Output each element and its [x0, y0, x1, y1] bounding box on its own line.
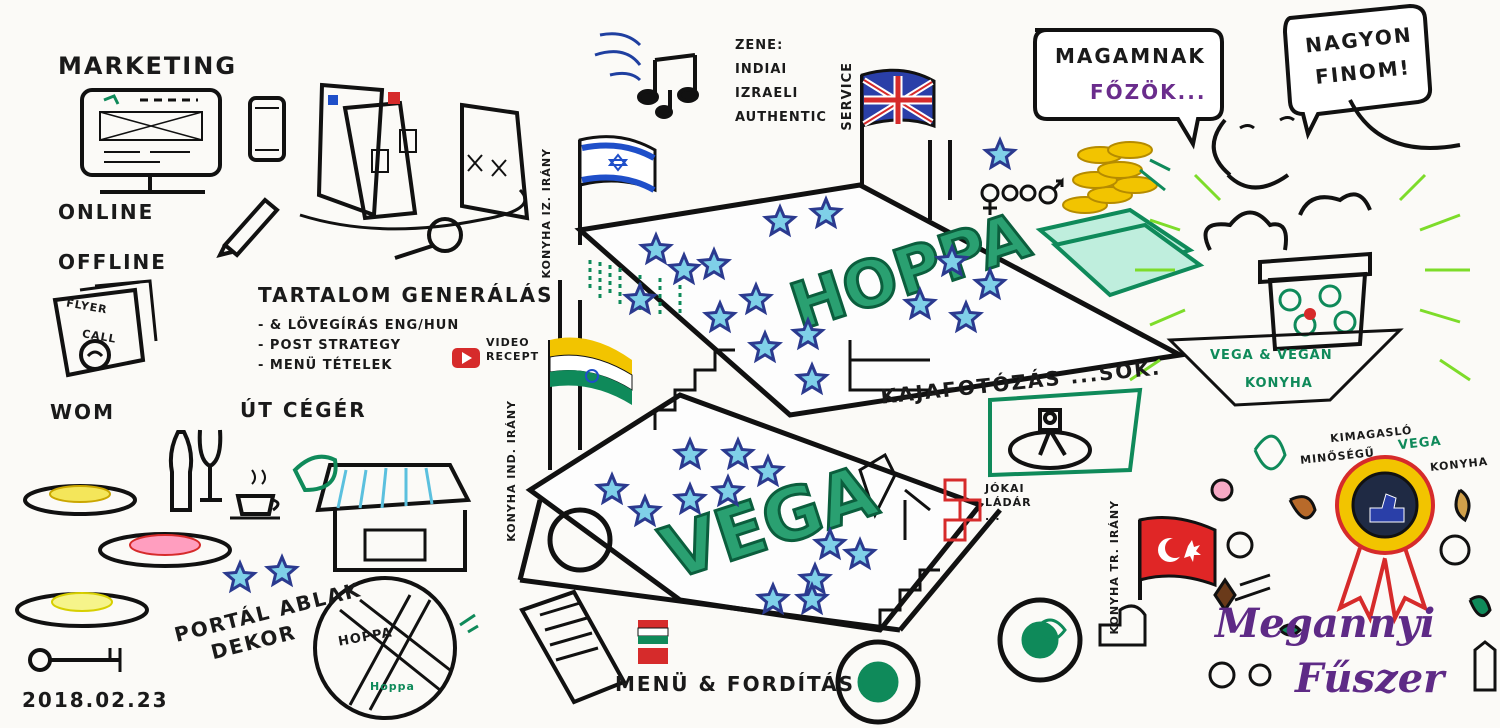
- menu-forditas-label: MENÜ & FORDÍTÁS: [615, 672, 855, 696]
- date-label: 2018.02.23: [22, 688, 169, 712]
- star-icon: [933, 243, 971, 278]
- speech-bubble-magamnak: [1033, 28, 1224, 150]
- fozok-label: FŐZÖK...: [1090, 80, 1207, 104]
- brand-megannyi: Megannyi: [1215, 600, 1436, 647]
- food-truck-sketch: [517, 140, 1188, 725]
- content-item-1: - & LÖVEGÍRÁS ENG/HUN: [258, 318, 460, 333]
- zene-label: ZENE:: [735, 38, 784, 53]
- star-icon: [263, 553, 301, 588]
- konyha-iz-label: KONYHA IZ. IRÁNY: [540, 148, 553, 279]
- content-item-2: - POST STRATEGY: [258, 338, 402, 353]
- coins-icon: [1062, 141, 1158, 214]
- lador-label: LÁDÁR: [985, 496, 1032, 509]
- social-posts-sketch: [299, 82, 530, 231]
- star-icon: [671, 481, 709, 516]
- izraeli-label: IZRAELI: [735, 86, 799, 101]
- star-icon: [793, 581, 831, 616]
- ut-ceger-label: ÚT CÉGÉR: [240, 398, 367, 422]
- authentic-label: AUTHENTIC: [735, 110, 827, 125]
- pot-icon: [1166, 192, 1404, 407]
- phone-icon: [248, 96, 286, 162]
- offline-label: OFFLINE: [58, 250, 167, 274]
- wine-glass-icon: [168, 429, 223, 512]
- star-icon: [761, 203, 799, 238]
- coffee-cup-icon: [230, 469, 280, 520]
- konyha-ind-label: KONYHA IND. IRÁNY: [505, 400, 518, 542]
- face-sketch: [1211, 99, 1461, 190]
- flag-israel-icon: [578, 135, 657, 245]
- brand-fuszer: Fűszer: [1295, 655, 1445, 702]
- menu-card-sketch: [519, 589, 627, 705]
- star-icon: [221, 559, 259, 594]
- camera-icon: [988, 387, 1143, 478]
- star-icon: [901, 286, 939, 321]
- star-icon: [701, 299, 739, 334]
- gender-icon: [980, 177, 1064, 215]
- star-icon: [789, 316, 827, 351]
- spices-sketch: [1098, 434, 1497, 692]
- vega-vegan-label: VEGA & VEGAN: [1210, 348, 1333, 363]
- star-icon: [754, 581, 792, 616]
- award-rosette-icon: [1335, 455, 1435, 625]
- map-small-label: Hoppa: [370, 680, 415, 693]
- star-icon: [593, 471, 631, 506]
- star-icon: [621, 281, 659, 316]
- marketing-heading: MARKETING: [58, 52, 238, 80]
- star-icon: [749, 453, 787, 488]
- laptop-icon: [80, 88, 222, 194]
- jokai-label: JÓKAI: [985, 482, 1025, 495]
- pencil-icon: [216, 197, 280, 258]
- magnifier-icon: [394, 217, 463, 260]
- magamnak-label: MAGAMNAK: [1055, 44, 1206, 68]
- music-notes-icon: [594, 32, 699, 119]
- content-title: TARTALOM GENERÁLÁS: [258, 283, 554, 307]
- dots-label: ...: [985, 510, 1001, 523]
- star-icon: [737, 281, 775, 316]
- star-icon: [709, 473, 747, 508]
- star-icon: [947, 299, 985, 334]
- star-icon: [746, 329, 784, 364]
- konyha-label: KONYHA: [1245, 376, 1313, 391]
- speech-bubble-nagyon: [1282, 3, 1433, 140]
- video-label: VIDEO: [486, 336, 530, 349]
- wom-label: WOM: [50, 400, 115, 424]
- star-icon: [971, 266, 1009, 301]
- service-label: SERVICE: [840, 62, 855, 131]
- map-sketch: [313, 576, 479, 720]
- plates-sketch: [15, 484, 232, 672]
- shop-front-sketch: [292, 454, 472, 572]
- star-icon: [811, 526, 849, 561]
- star-icon: [626, 493, 664, 528]
- star-icon: [796, 561, 834, 596]
- star-icon: [671, 436, 709, 471]
- lime-rays: [1129, 173, 1471, 382]
- stars-group: [221, 136, 1019, 616]
- flag-uk-icon: [860, 68, 936, 185]
- flag-hungary-icon: [637, 620, 669, 664]
- green-leaves: [1033, 158, 1171, 642]
- star-icon: [637, 231, 675, 266]
- online-label: ONLINE: [58, 200, 155, 224]
- content-item-3: - MENÜ TÉTELEK: [258, 358, 393, 373]
- star-icon: [981, 136, 1019, 171]
- konyha-tr-label: KONYHA TR. IRÁNY: [1108, 500, 1121, 635]
- recept-label: RECEPT: [486, 350, 540, 363]
- star-icon: [695, 246, 733, 281]
- star-icon: [665, 251, 703, 286]
- flag-turkey-icon: [1138, 516, 1217, 600]
- flyer-icon: [52, 279, 158, 378]
- star-icon: [807, 195, 845, 230]
- star-icon: [841, 536, 879, 571]
- youtube-icon: [452, 348, 480, 368]
- star-icon: [719, 436, 757, 471]
- flag-india-icon: [548, 337, 633, 470]
- cash-icon: [1035, 207, 1205, 298]
- indiai-label: INDIAI: [735, 62, 788, 77]
- star-icon: [793, 361, 831, 396]
